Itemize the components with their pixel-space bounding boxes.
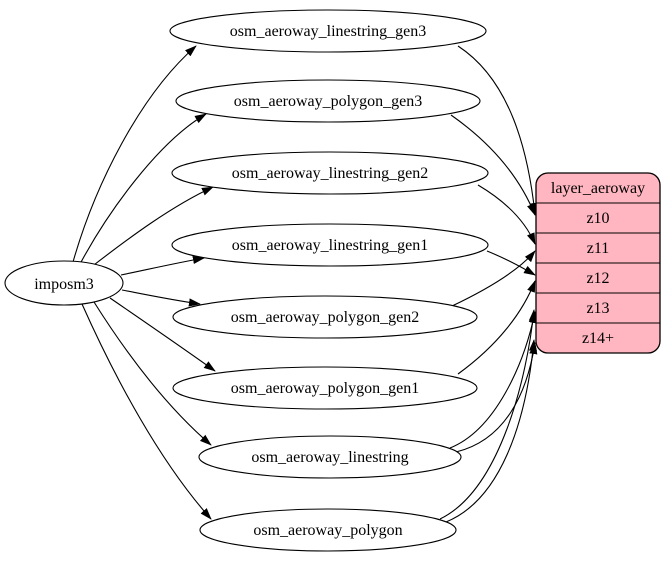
edge-imposm3-to-osm_aeroway_polygon_gen2 — [121, 289, 201, 307]
table-ellipse — [171, 223, 489, 267]
table-label: osm_aeroway_polygon — [253, 522, 402, 539]
edge-osm_aeroway_polygon_gen2-to-z11 — [451, 250, 536, 307]
layer-title: layer_aeroway — [551, 180, 645, 197]
edge-osm_aeroway_linestring-to-z13 — [449, 311, 537, 449]
node-osm_aeroway_polygon_gen1: osm_aeroway_polygon_gen1 — [172, 366, 478, 410]
table-ellipse — [199, 508, 457, 552]
layer-row-z10: z10 — [586, 210, 609, 227]
node-osm_aeroway_polygon_gen2: osm_aeroway_polygon_gen2 — [172, 295, 478, 339]
edge-osm_aeroway_linestring_gen2-to-z11 — [477, 184, 536, 245]
layer-row-z13: z13 — [586, 300, 609, 317]
node-osm_aeroway_polygon_gen3: osm_aeroway_polygon_gen3 — [175, 79, 481, 123]
edge-group-source — [72, 45, 216, 520]
edge-imposm3-to-osm_aeroway_linestring — [93, 301, 212, 446]
table-label: osm_aeroway_linestring_gen3 — [230, 23, 426, 40]
imposm3-label: imposm3 — [34, 276, 94, 293]
table-label: osm_aeroway_polygon_gen2 — [231, 309, 419, 326]
table-ellipse — [169, 9, 487, 53]
table-label: osm_aeroway_polygon_gen3 — [234, 93, 422, 110]
node-osm_aeroway_linestring_gen3: osm_aeroway_linestring_gen3 — [169, 9, 487, 53]
edge-osm_aeroway_polygon_gen3-to-z10 — [450, 114, 536, 216]
edge-osm_aeroway_polygon-to-z14 — [445, 339, 538, 523]
layer-row-z11: z11 — [587, 240, 610, 257]
imposm3-ellipse — [4, 260, 124, 306]
edge-osm_aeroway_polygon_gen1-to-z12 — [457, 280, 536, 375]
edge-imposm3-to-osm_aeroway_linestring_gen2 — [89, 186, 214, 269]
table-ellipse — [198, 435, 462, 479]
node-osm_aeroway_polygon: osm_aeroway_polygon — [199, 508, 457, 552]
layer-row-z12: z12 — [586, 270, 609, 287]
edge-imposm3-to-osm_aeroway_polygon_gen1 — [109, 297, 216, 372]
table-label: osm_aeroway_linestring_gen2 — [232, 165, 428, 182]
table-label: osm_aeroway_linestring_gen1 — [232, 237, 428, 254]
node-layer_aeroway: layer_aeroway z10 z11 z12 z13 z14+ — [535, 172, 661, 354]
edge-osm_aeroway_linestring-to-z14 — [455, 342, 538, 453]
edge-osm_aeroway_linestring_gen1-to-z12 — [486, 250, 536, 276]
edge-osm_aeroway_linestring_gen3-to-z10 — [457, 45, 538, 215]
node-osm_aeroway_linestring_gen1: osm_aeroway_linestring_gen1 — [171, 223, 489, 267]
edge-group-layer — [439, 45, 538, 523]
node-osm_aeroway_linestring_gen2: osm_aeroway_linestring_gen2 — [171, 151, 489, 195]
node-osm_aeroway_linestring: osm_aeroway_linestring — [198, 435, 462, 479]
table-label: osm_aeroway_linestring — [251, 449, 408, 466]
layer-row-z14plus: z14+ — [582, 330, 614, 347]
table-label: osm_aeroway_polygon_gen1 — [231, 380, 419, 397]
table-ellipse — [175, 79, 481, 123]
edge-imposm3-to-osm_aeroway_linestring_gen3 — [72, 45, 197, 263]
edge-imposm3-to-osm_aeroway_polygon_gen3 — [79, 113, 207, 265]
node-imposm3: imposm3 — [4, 260, 124, 306]
edge-imposm3-to-osm_aeroway_linestring_gen1 — [120, 255, 205, 276]
table-ellipse — [172, 295, 478, 339]
edge-imposm3-to-osm_aeroway_polygon — [81, 303, 212, 520]
table-ellipse — [172, 366, 478, 410]
edge-osm_aeroway_polygon-to-z13 — [439, 309, 537, 520]
table-ellipse — [171, 151, 489, 195]
